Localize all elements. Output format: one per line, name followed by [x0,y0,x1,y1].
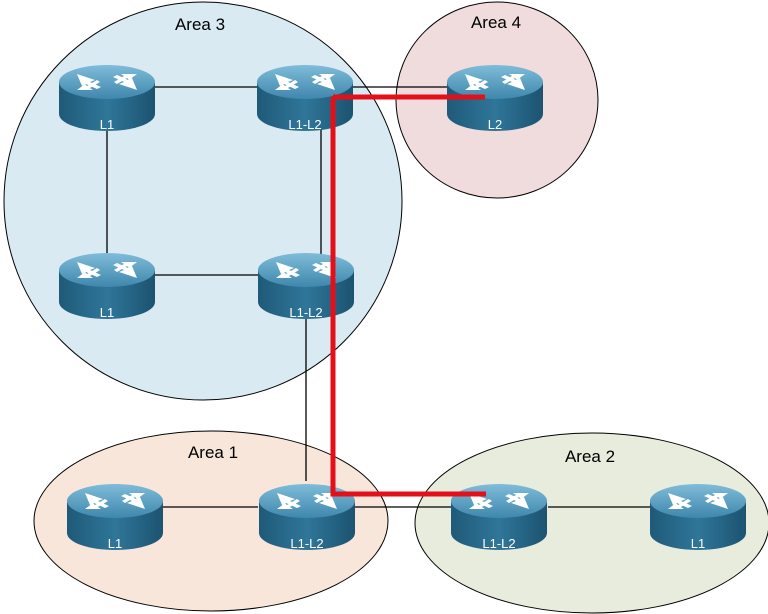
router-a3-tr: L1-L2 [257,65,353,132]
area-4-label: Area 4 [471,13,521,32]
router-a3-tl: L1 [59,65,155,132]
area-2-label: Area 2 [565,447,615,466]
router-a1-r: L1-L2 [259,484,355,551]
area-3 [3,1,403,401]
area-1-label: Area 1 [188,443,238,462]
router-a3-br: L1-L2 [258,253,354,320]
router-label: L1-L2 [290,536,323,551]
router-label: L1 [108,536,122,551]
router-label: L1 [100,305,114,320]
area-2 [414,432,768,614]
router-label: L1 [691,536,705,551]
router-a2-l: L1-L2 [451,484,547,551]
router-label: L1-L2 [288,117,321,132]
router-a3-bl: L1 [59,253,155,320]
router-a2-r: L1 [650,484,746,551]
router-a4: L2 [447,65,543,132]
area-1 [33,430,389,612]
highlighted-path-lower [330,97,486,497]
router-label: L1-L2 [482,536,515,551]
router-label: L2 [488,117,502,132]
router-label: L1-L2 [289,305,322,320]
router-label: L1 [100,117,114,132]
router-a1-l: L1 [67,484,163,551]
area-3-label: Area 3 [175,15,225,34]
